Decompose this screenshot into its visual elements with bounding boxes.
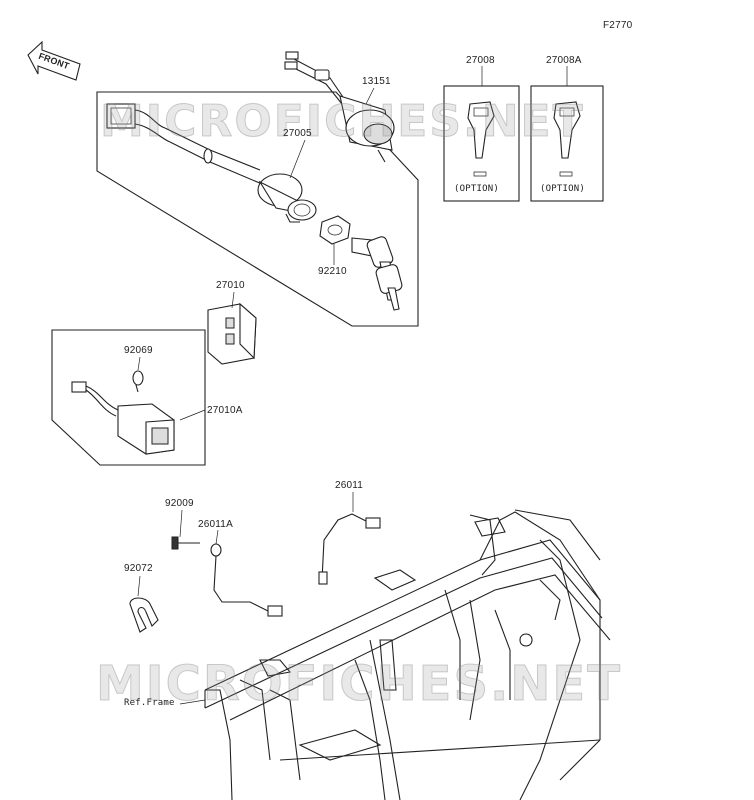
figure-code: F2770 xyxy=(603,20,633,31)
part-label-27005: 27005 xyxy=(283,128,312,139)
option-label-27008A: (OPTION) xyxy=(540,184,585,194)
band-92072 xyxy=(129,597,159,633)
ignition-switch-harness xyxy=(106,103,263,185)
bolt-92009 xyxy=(171,536,200,550)
part-label-26011A: 26011A xyxy=(198,519,233,530)
harness-26011 xyxy=(318,513,381,585)
bulb-92069 xyxy=(132,370,144,393)
part-label-26011: 26011 xyxy=(335,480,364,491)
part-label-27010: 27010 xyxy=(216,280,245,291)
ignition-switch-body xyxy=(257,173,317,223)
switch-27010A-box xyxy=(51,329,206,466)
ground-lead-26011A xyxy=(210,543,283,617)
switch-27010A xyxy=(71,381,175,455)
front-arrow-icon xyxy=(27,40,81,81)
key-27008A-box xyxy=(530,85,604,202)
vehicle-frame xyxy=(204,509,611,800)
part-label-27008: 27008 xyxy=(466,55,495,66)
part-label-92072: 92072 xyxy=(124,563,153,574)
part-label-27010A: 27010A xyxy=(207,405,243,416)
part-label-27008A: 27008A xyxy=(546,55,582,66)
watermark: MICROFICHES.NET xyxy=(96,656,622,713)
indicator-lamp-13151 xyxy=(284,51,395,163)
ignition-switch-box xyxy=(96,91,419,327)
part-label-13151: 13151 xyxy=(362,76,391,87)
part-label-92069: 92069 xyxy=(124,345,153,356)
nut-92210 xyxy=(319,215,351,245)
ignition-keys xyxy=(351,236,403,311)
option-label-27008: (OPTION) xyxy=(454,184,499,194)
key-27008-box xyxy=(443,85,520,202)
ref-frame-label: Ref.Frame xyxy=(124,698,175,708)
leader-lines xyxy=(137,66,568,705)
part-label-92009: 92009 xyxy=(165,498,194,509)
watermark: MICROFICHES.NET xyxy=(100,96,585,148)
switch-27010 xyxy=(207,302,257,365)
part-label-92210: 92210 xyxy=(318,266,347,277)
